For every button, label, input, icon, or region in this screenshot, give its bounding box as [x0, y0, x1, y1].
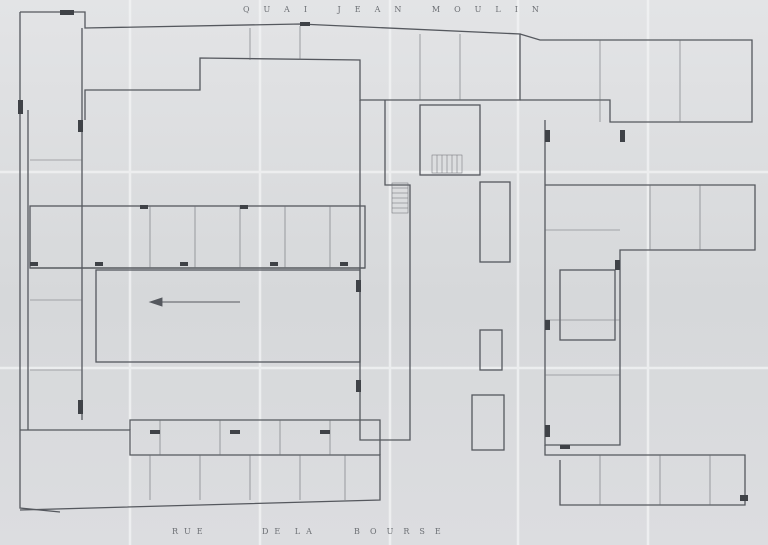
stair-details [391, 154, 463, 214]
street-name-quai: QUAI JEAN MOULIN [243, 5, 553, 14]
street-name-de-la: DE LA [262, 527, 318, 536]
interior-partitions [30, 26, 711, 505]
north-arrow [148, 297, 240, 307]
street-name-bourse: BOURSE [354, 527, 451, 536]
wall-markers [18, 10, 748, 501]
street-name-rue: RUE [172, 527, 209, 536]
building-walls [19, 11, 756, 513]
